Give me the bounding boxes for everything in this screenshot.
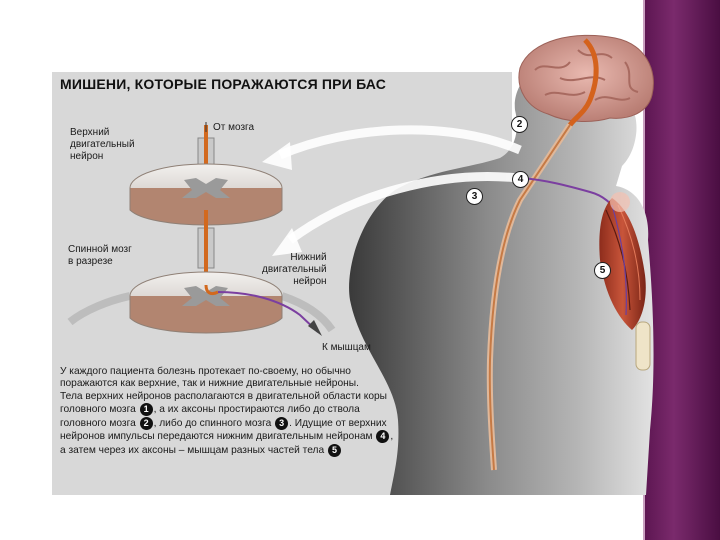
badge-1: 1	[139, 403, 153, 417]
human-silhouette	[349, 54, 654, 495]
arrow-upper	[278, 125, 522, 160]
arrow-lower	[287, 172, 519, 244]
marker-5: 5	[594, 262, 611, 279]
badge-5: 5	[327, 444, 341, 457]
to-muscles-label: К мышцам	[322, 342, 371, 353]
lower-neuron-label: Нижний двигательный нейрон	[262, 252, 327, 287]
spinal-cord-section-upper	[129, 163, 283, 226]
spinal-cord-section-lower	[67, 271, 336, 336]
marker-4: 4	[512, 171, 529, 188]
from-brain-label: От мозга	[213, 122, 255, 133]
marker-2: 2	[511, 116, 528, 133]
marker-3: 3	[466, 188, 483, 205]
description-detail: Тела верхних нейронов располагаются в дв…	[60, 390, 394, 457]
badge-3: 3	[275, 416, 289, 430]
motor-cortex	[567, 38, 599, 127]
spinal-cord-label: Спинной мозг в разрезе	[68, 244, 132, 267]
description: У каждого пациента болезнь протекает по-…	[60, 366, 400, 458]
badge-2: 2	[139, 416, 153, 430]
upper-neuron-label: Верхний двигательный нейрон	[70, 127, 135, 162]
arm-muscle	[599, 198, 646, 330]
description-intro: У каждого пациента болезнь протекает по-…	[60, 366, 359, 390]
page-title: МИШЕНИ, КОТОРЫЕ ПОРАЖАЮТСЯ ПРИ БАС	[60, 76, 387, 92]
arm-bone	[635, 321, 651, 371]
badge-4: 4	[376, 430, 390, 444]
